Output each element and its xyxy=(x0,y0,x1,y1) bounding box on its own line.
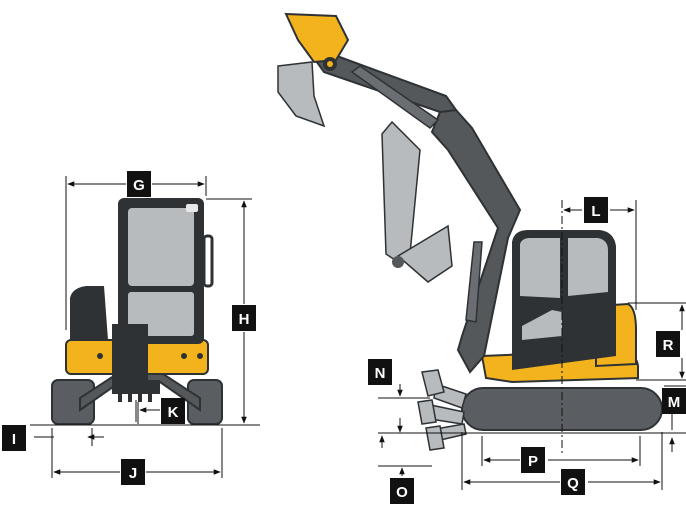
svg-text:R: R xyxy=(663,337,674,354)
svg-text:M: M xyxy=(668,394,681,411)
ghost-arm-vertical xyxy=(381,120,421,263)
side-cab-window-rear xyxy=(568,238,608,296)
ghost-bucket-high xyxy=(277,61,326,128)
svg-text:G: G xyxy=(133,177,145,194)
front-hood xyxy=(70,286,108,340)
svg-text:P: P xyxy=(528,453,538,470)
front-bucket-teeth xyxy=(112,380,160,394)
front-view-dimensions xyxy=(30,176,260,478)
svg-text:I: I xyxy=(12,431,16,448)
label-J: J xyxy=(121,459,145,485)
front-view-excavator xyxy=(51,198,223,425)
front-left-track xyxy=(51,379,95,425)
label-O: O xyxy=(390,478,414,504)
label-P: P xyxy=(521,447,545,473)
svg-text:O: O xyxy=(396,484,408,501)
svg-text:Q: Q xyxy=(567,475,579,492)
label-R: R xyxy=(656,331,680,357)
svg-text:J: J xyxy=(129,465,137,482)
side-cab-window-lower xyxy=(522,310,562,340)
svg-text:L: L xyxy=(591,203,600,220)
ghost-bucket-low xyxy=(396,224,453,283)
label-H: H xyxy=(232,305,256,331)
side-bucket-raised xyxy=(284,12,350,64)
front-cab-glass-upper xyxy=(128,208,194,286)
front-boom-bracket xyxy=(112,324,148,380)
svg-text:H: H xyxy=(239,311,250,328)
front-cab-handrail xyxy=(202,234,214,288)
label-N: N xyxy=(368,359,392,385)
side-blade-top xyxy=(421,369,445,397)
front-cab-beacon xyxy=(186,204,198,212)
side-view-dimensions xyxy=(378,200,686,490)
side-blade-mid xyxy=(417,399,437,425)
label-L: L xyxy=(584,197,608,223)
side-cab-window-front xyxy=(520,238,560,298)
label-K: K xyxy=(161,398,185,424)
svg-text:K: K xyxy=(168,404,179,421)
svg-text:N: N xyxy=(375,365,386,382)
side-arm-cylinder xyxy=(350,65,440,129)
label-Q: Q xyxy=(561,469,585,495)
label-G: G xyxy=(127,171,151,197)
side-view-excavator xyxy=(277,12,663,451)
label-I: I xyxy=(2,425,26,451)
label-M: M xyxy=(662,388,686,414)
side-blade-low xyxy=(425,425,445,451)
side-boom-cylinder xyxy=(465,241,483,323)
